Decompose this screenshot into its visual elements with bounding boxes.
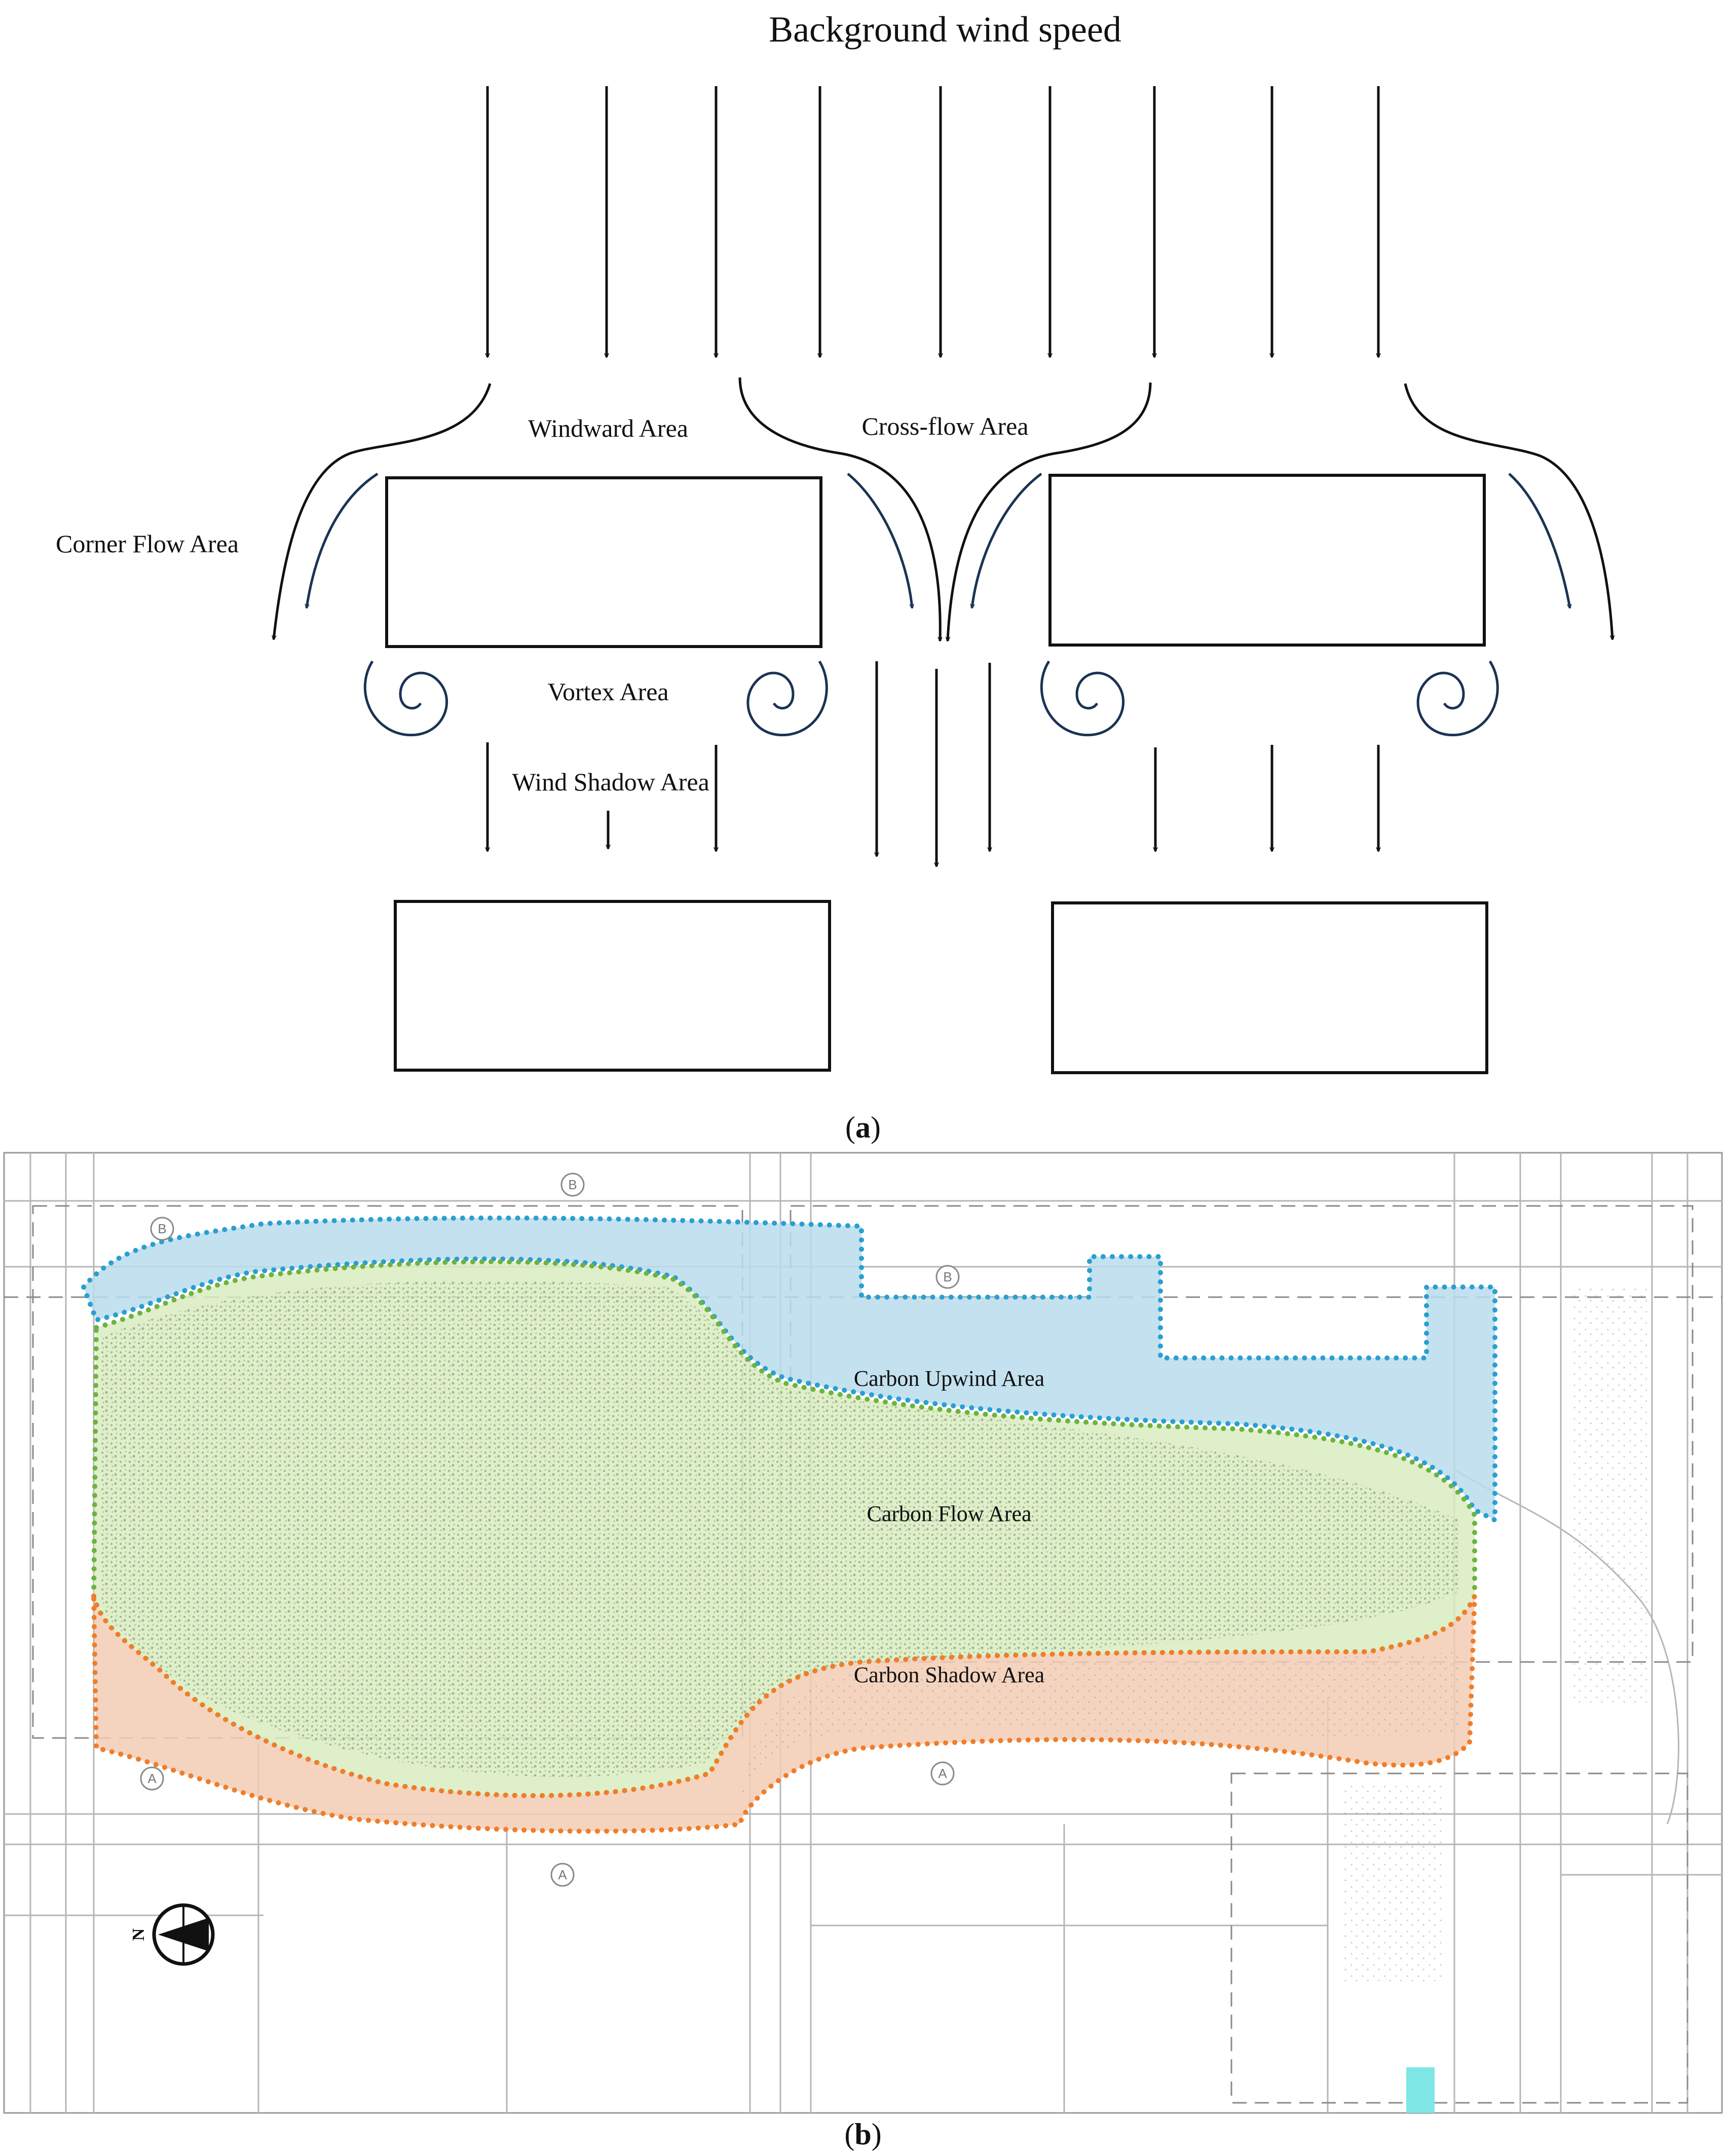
windward-area-label: Windward Area xyxy=(528,414,688,442)
cross-flow-left xyxy=(738,377,940,641)
building-lower-right xyxy=(1051,901,1488,1074)
road-marker xyxy=(140,1766,164,1791)
road-marker xyxy=(935,1265,960,1289)
cross-flow-right xyxy=(948,382,1152,641)
panel-b-site-map: B B B A A A Carbon Upwind Area Carbon Fl… xyxy=(3,1152,1723,2151)
corner-flow-area-label: Corner Flow Area xyxy=(56,529,239,558)
road-marker-letters: B B B A A A xyxy=(147,1177,952,1882)
downstream-arrows xyxy=(487,661,1378,866)
road-marker xyxy=(550,1863,575,1887)
building-upper-left xyxy=(385,476,822,648)
wind-shadow-area-label: Wind Shadow Area xyxy=(512,768,709,796)
deflected-flow-curves xyxy=(274,377,1612,641)
road-marker-letter: A xyxy=(558,1867,567,1882)
carbon-shadow-area-label: Carbon Shadow Area xyxy=(854,1662,1044,1687)
road-marker xyxy=(930,1761,955,1786)
cross-eddy-left xyxy=(847,473,912,608)
corner-eddy-right xyxy=(1508,473,1570,608)
carbon-upwind-area-label: Carbon Upwind Area xyxy=(854,1366,1044,1391)
carbon-flow-area-label: Carbon Flow Area xyxy=(867,1501,1031,1526)
vortex-swirl-3 xyxy=(1040,660,1124,737)
secondary-flow-arrows xyxy=(307,472,1570,608)
road-marker xyxy=(560,1172,585,1197)
roadside-trees-right xyxy=(1571,1287,1647,1703)
building-lower-left xyxy=(394,900,831,1072)
road-marker-letter: B xyxy=(943,1269,952,1284)
panel-a-wind-diagram: Background wind speed Windward Area Cros… xyxy=(56,9,1612,1144)
corner-flow-left xyxy=(274,383,492,639)
vortex-swirl-4 xyxy=(1416,660,1499,737)
vortices xyxy=(363,660,1499,737)
background-wind-speed-title: Background wind speed xyxy=(769,9,1121,50)
vortex-area-label: Vortex Area xyxy=(547,677,668,706)
vortex-swirl-1 xyxy=(363,660,448,737)
road-marker-letter: B xyxy=(158,1221,166,1236)
roadside-trees-south xyxy=(1343,1784,1444,1981)
incoming-wind-arrows xyxy=(487,86,1378,357)
cross-eddy-right xyxy=(972,472,1042,608)
shadow-texture xyxy=(740,1652,1459,1804)
road-markers xyxy=(140,1172,960,1887)
building-upper-right xyxy=(1048,474,1486,647)
north-label: N xyxy=(129,1928,148,1941)
panel-a-caption: (a) xyxy=(845,1111,881,1144)
carbon-upwind-area xyxy=(81,1215,1497,1525)
water-channel-cyan xyxy=(1406,2067,1435,2113)
road-marker-letter: A xyxy=(938,1766,947,1781)
panel-b-caption: (b) xyxy=(844,2117,881,2151)
road-marker-letter: B xyxy=(568,1177,577,1192)
road-marker-letter: A xyxy=(147,1771,157,1786)
vortex-swirl-2 xyxy=(746,660,828,737)
corner-eddy-left xyxy=(307,472,379,608)
cross-flow-area-label: Cross-flow Area xyxy=(861,412,1028,440)
north-arrow-icon xyxy=(152,1903,215,1966)
corner-flow-right xyxy=(1404,383,1612,639)
road-marker xyxy=(150,1217,174,1241)
vegetation-texture xyxy=(101,1280,1459,1777)
